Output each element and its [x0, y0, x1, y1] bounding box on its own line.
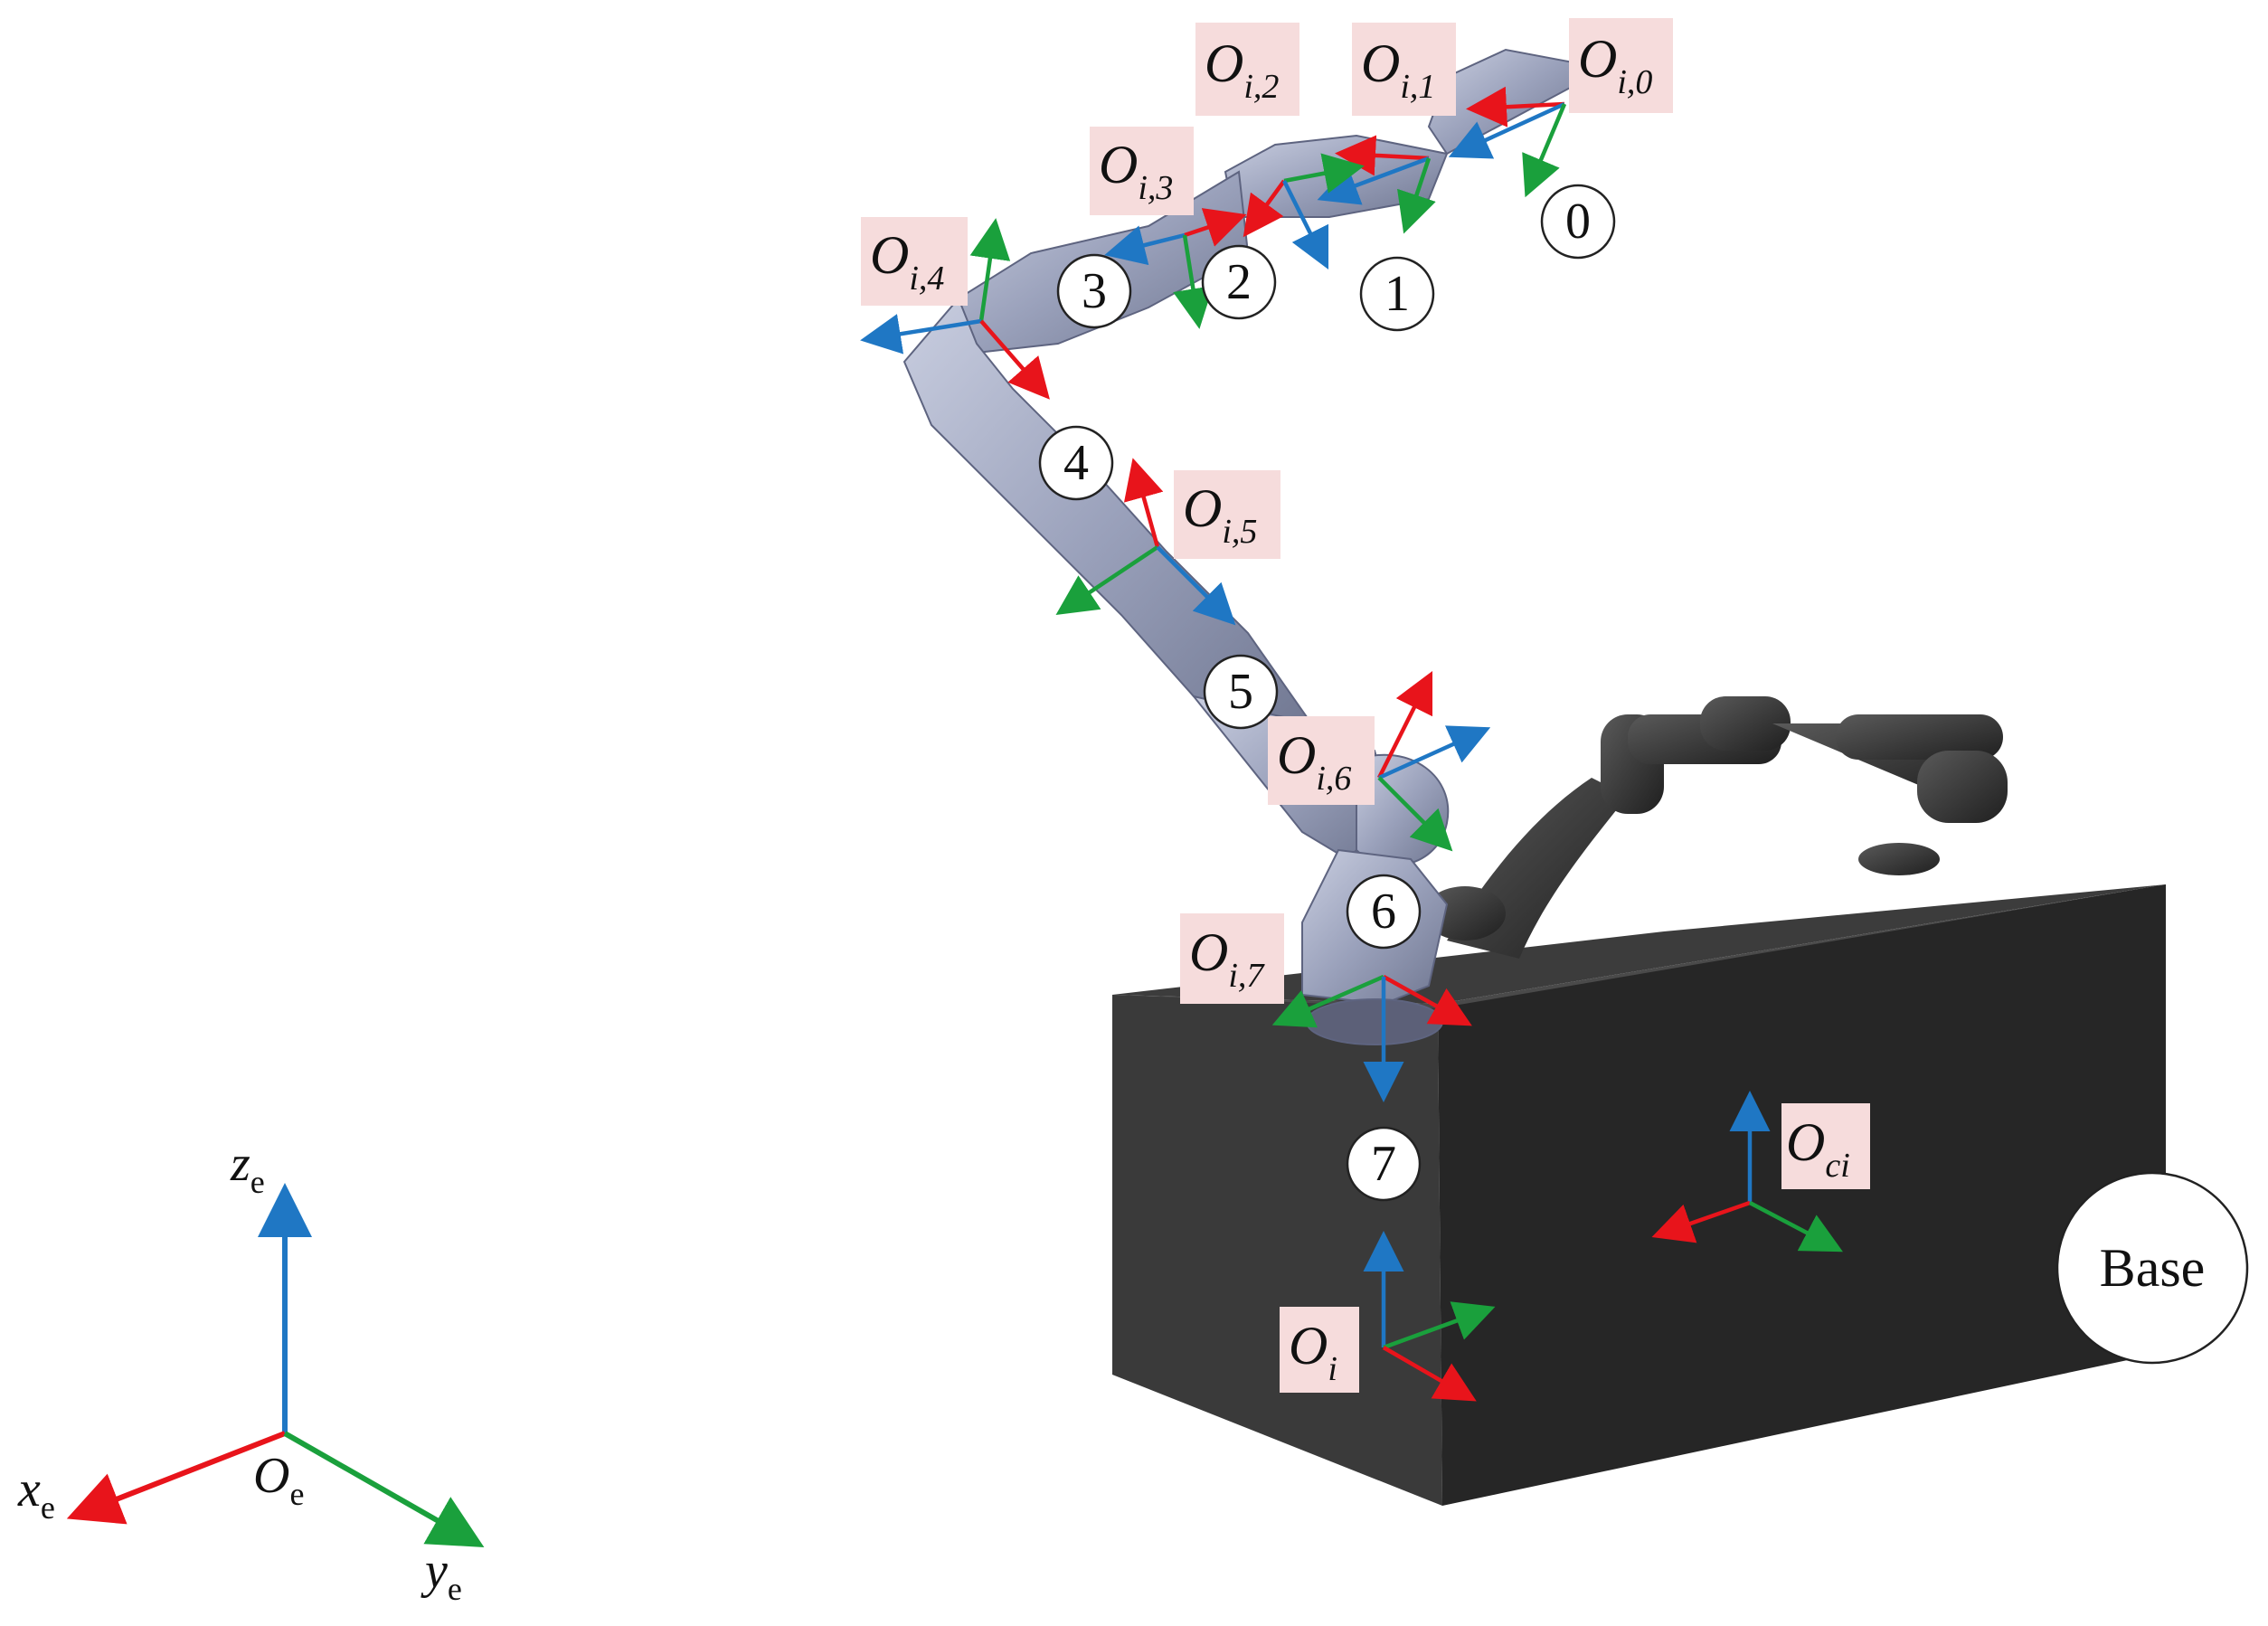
- world-y-axis: [283, 1431, 485, 1547]
- svg-text:4: 4: [1063, 435, 1089, 491]
- svg-text:Oi,4: Oi,4: [870, 225, 944, 298]
- joint-4: 4: [1038, 425, 1114, 501]
- frame-axes-i4: [860, 218, 1050, 400]
- frame-axes-i0: [1448, 86, 1567, 198]
- joint-6: 6: [1346, 874, 1422, 950]
- frame-axes-i6: [1376, 670, 1491, 852]
- svg-text:Oi,7: Oi,7: [1189, 922, 1265, 995]
- label-frame-ci: Oci: [1781, 1103, 1870, 1189]
- joint-markers: 0 1 2 3 4 5 6 7: [1038, 184, 1616, 1202]
- label-frame-i7: Oi,7: [1180, 913, 1284, 1004]
- joint-3: 3: [1056, 253, 1132, 329]
- joint-0: 0: [1540, 184, 1616, 260]
- svg-text:Oi,0: Oi,0: [1578, 29, 1652, 101]
- svg-text:5: 5: [1228, 664, 1253, 720]
- frame-axes-ci: [1651, 1091, 1843, 1253]
- joint-2: 2: [1201, 244, 1277, 320]
- svg-text:Oi: Oi: [1289, 1316, 1337, 1388]
- svg-text:Base: Base: [2100, 1238, 2206, 1298]
- svg-text:Oi,1: Oi,1: [1361, 33, 1435, 106]
- label-frame-i3: Oi,3: [1090, 127, 1194, 215]
- frame-labels: Oi,0 Oi,1 Oi,2 Oi,3 Oi,4 Oi,5 Oi,6 Oi,7: [861, 18, 1870, 1393]
- svg-text:1: 1: [1384, 266, 1410, 322]
- svg-text:2: 2: [1226, 254, 1252, 310]
- svg-text:Oi,5: Oi,5: [1183, 478, 1257, 551]
- base-box-front-right: [1438, 884, 2166, 1506]
- world-x-axis: [66, 1431, 287, 1525]
- frame-axes-i2: [1243, 153, 1365, 270]
- joint-7: 7: [1346, 1126, 1422, 1202]
- base-marker: Base: [2055, 1171, 2249, 1365]
- world-z-label: ze: [230, 1136, 265, 1200]
- svg-text:Oi,3: Oi,3: [1099, 135, 1173, 207]
- label-frame-i1: Oi,1: [1352, 23, 1456, 116]
- svg-text:Oci: Oci: [1786, 1112, 1850, 1185]
- world-frame: ze xe ye Oe: [17, 1136, 485, 1607]
- svg-text:Oi,6: Oi,6: [1277, 725, 1351, 798]
- base-box-front-left: [1112, 995, 1442, 1506]
- label-frame-i2: Oi,2: [1195, 23, 1299, 116]
- frame-axes-i7: [1271, 974, 1472, 1102]
- frame-axes-i: [1363, 1231, 1496, 1402]
- svg-text:6: 6: [1371, 884, 1396, 940]
- svg-text:0: 0: [1565, 194, 1591, 250]
- frame-axes-i3: [1104, 208, 1247, 329]
- joint-1: 1: [1359, 256, 1435, 332]
- world-origin-label: Oe: [253, 1448, 304, 1512]
- frame-axes-i5: [1055, 458, 1236, 626]
- label-frame-i4: Oi,4: [861, 217, 968, 306]
- label-frame-i0: Oi,0: [1569, 18, 1673, 113]
- frame-axes: [860, 86, 1843, 1402]
- svg-text:3: 3: [1082, 263, 1107, 319]
- world-y-label: ye: [421, 1543, 462, 1607]
- world-x-label: xe: [17, 1461, 55, 1526]
- label-frame-i5: Oi,5: [1174, 470, 1280, 559]
- label-frame-i: Oi: [1280, 1307, 1359, 1393]
- dark-arm: [1424, 696, 2008, 959]
- svg-text:Oi,2: Oi,2: [1205, 33, 1279, 106]
- joint-5: 5: [1203, 654, 1279, 730]
- label-frame-i6: Oi,6: [1268, 716, 1375, 805]
- svg-text:7: 7: [1371, 1136, 1396, 1192]
